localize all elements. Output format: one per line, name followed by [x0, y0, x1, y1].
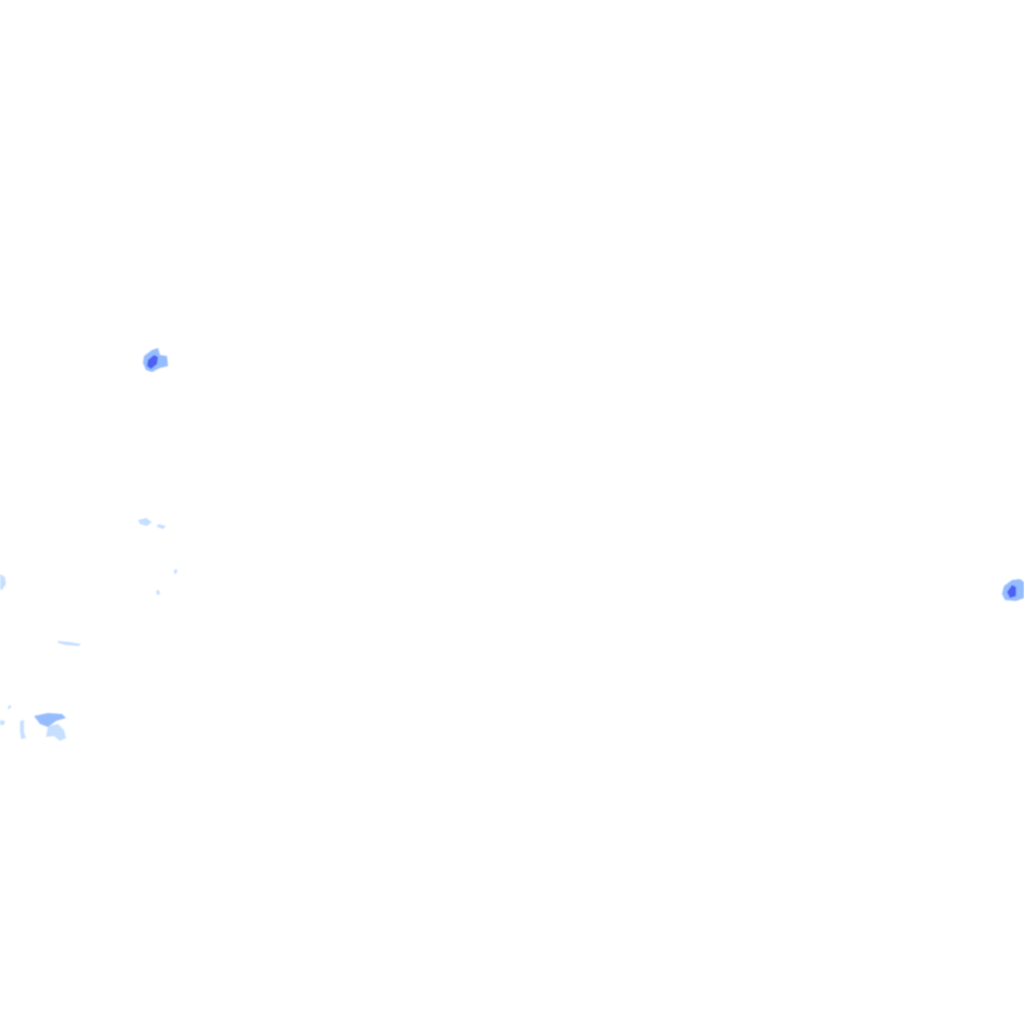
precip-echo-2 [138, 518, 166, 529]
precip-echo-7 [1002, 579, 1024, 601]
precip-echo-1 [143, 348, 168, 372]
precip-echo-6 [0, 705, 66, 741]
precip-echo-3 [156, 569, 177, 595]
precip-echo-4 [0, 574, 6, 590]
precip-echo-5 [58, 641, 81, 646]
